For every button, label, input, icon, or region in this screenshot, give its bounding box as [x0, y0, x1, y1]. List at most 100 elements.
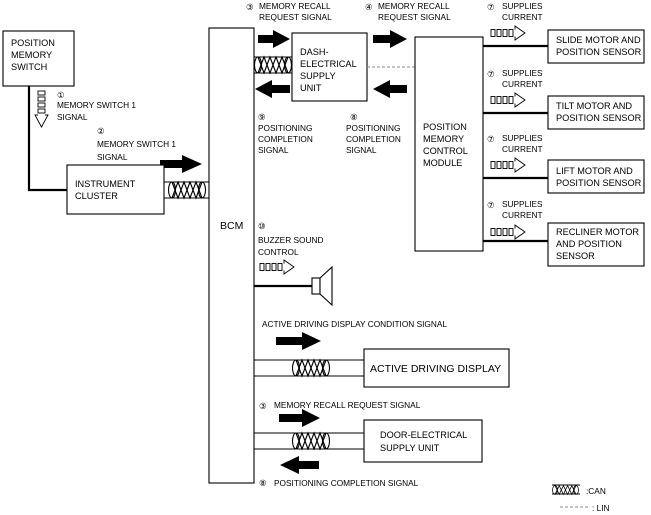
signal-8-top-label-line-2: COMPLETION — [346, 134, 401, 144]
slide-motor-group: ⑦ SUPPLIES CURRENT SLIDE MOTOR AND POSIT… — [483, 1, 645, 64]
signal-7-tilt-arrow — [490, 92, 526, 108]
signal-7-recliner-number: ⑦ — [487, 200, 495, 210]
signal-1-label-line-2: SIGNAL — [57, 112, 88, 122]
signal-1-number: ① — [57, 90, 65, 100]
signal-3-top-label-line-1: MEMORY RECALL — [259, 1, 331, 11]
switch-to-cluster-wire — [27, 86, 67, 192]
signal-10-arrow — [259, 259, 295, 275]
recliner-motor-line-3: SENSOR — [556, 251, 595, 261]
door-supply-line-1: DOOR-ELECTRICAL — [380, 430, 467, 440]
instrument-cluster-line-1: INSTRUMENT — [75, 179, 136, 189]
signal-7-recliner-arrow — [490, 224, 526, 240]
signal-7-tilt-line-2: CURRENT — [502, 79, 543, 89]
signal-7-recliner-line-2: CURRENT — [502, 210, 543, 220]
signal-7-lift-arrow — [490, 157, 526, 173]
position-memory-control-module-box: POSITION MEMORY CONTROL MODULE — [414, 36, 484, 252]
active-display-signal-label: ACTIVE DRIVING DISPLAY CONDITION SIGNAL — [262, 319, 447, 329]
can-bcm-door — [291, 432, 331, 450]
pmcm-line-2: MEMORY — [423, 134, 464, 144]
signal-8-bottom-number: ⑧ — [259, 478, 267, 488]
signal-7-lift-line-2: CURRENT — [502, 144, 543, 154]
signal-8-top-arrow — [373, 80, 407, 98]
legend-lin-label: : LIN — [592, 503, 610, 513]
signal-1-arrow — [34, 90, 49, 128]
recliner-motor-group: ⑦ SUPPLIES CURRENT RECLINER MOTOR AND PO… — [483, 199, 645, 267]
lift-motor-group: ⑦ SUPPLIES CURRENT LIFT MOTOR AND POSITI… — [483, 133, 645, 194]
signal-9-arrow — [255, 80, 290, 98]
legend-can-symbol — [552, 485, 579, 495]
signal-7-slide-arrow — [490, 25, 526, 41]
position-memory-switch-line-1: POSITION — [11, 38, 55, 48]
signal-8-bottom-arrow — [280, 456, 319, 474]
signal-10-label-line-1: BUZZER SOUND — [258, 235, 323, 245]
signal-9-number: ⑨ — [258, 112, 266, 122]
signal-3-bottom-arrow — [279, 409, 320, 427]
active-driving-display-label: ACTIVE DRIVING DISPLAY — [370, 363, 501, 375]
signal-3-top-arrow — [258, 30, 290, 48]
signal-4-number: ④ — [365, 2, 373, 12]
slide-motor-line-1: SLIDE MOTOR AND — [556, 35, 641, 45]
recliner-motor-line-1: RECLINER MOTOR — [556, 227, 639, 237]
pmcm-line-3: CONTROL — [423, 146, 468, 156]
pmcm-line-1: POSITION — [423, 122, 467, 132]
signal-10-label-line-2: CONTROL — [258, 247, 299, 257]
position-memory-switch-line-3: SWITCH — [11, 62, 47, 72]
tilt-motor-line-1: TILT MOTOR AND — [556, 101, 632, 111]
dash-electrical-supply-unit-box: DASH- ELECTRICAL SUPPLY UNIT — [291, 32, 368, 102]
signal-4-arrow — [373, 30, 407, 48]
legend-can-label: :CAN — [586, 486, 606, 496]
signal-7-slide-line-1: SUPPLIES — [502, 1, 543, 11]
signal-7-recliner-line-1: SUPPLIES — [502, 199, 543, 209]
door-electrical-supply-unit-box: DOOR-ELECTRICAL SUPPLY UNIT — [363, 419, 483, 463]
door-supply-line-2: SUPPLY UNIT — [380, 443, 440, 453]
signal-7-tilt-number: ⑦ — [487, 69, 495, 79]
signal-7-lift-line-1: SUPPLIES — [502, 133, 543, 143]
dash-supply-line-2: ELECTRICAL — [300, 59, 357, 69]
lift-motor-line-2: POSITION SENSOR — [556, 178, 642, 188]
signal-1-label-line-1: MEMORY SWITCH 1 — [57, 100, 136, 110]
signal-10-number: ⑩ — [258, 221, 266, 231]
dash-supply-line-4: UNIT — [300, 83, 322, 93]
dash-supply-line-3: SUPPLY — [300, 71, 336, 81]
tilt-motor-group: ⑦ SUPPLIES CURRENT TILT MOTOR AND POSITI… — [483, 68, 645, 130]
bcm-label: BCM — [220, 220, 243, 232]
signal-2-arrow — [160, 155, 202, 173]
position-memory-switch-box: POSITION MEMORY SWITCH — [2, 30, 75, 87]
can-bcm-dash — [253, 56, 293, 74]
buzzer-speaker-icon — [311, 265, 333, 307]
signal-8-top-number: ⑧ — [350, 112, 358, 122]
recliner-motor-line-2: AND POSITION — [556, 239, 622, 249]
signal-3-top-number: ③ — [246, 2, 254, 12]
active-display-signal-arrow — [276, 332, 321, 350]
legend: :CAN : LIN — [552, 484, 610, 513]
signal-3-top-label-line-2: REQUEST SIGNAL — [259, 12, 332, 22]
position-memory-switch-line-2: MEMORY — [11, 50, 52, 60]
signal-4-label-line-1: MEMORY RECALL — [378, 1, 450, 11]
bcm-box: BCM — [208, 27, 255, 484]
instrument-cluster-box: INSTRUMENT CLUSTER — [66, 164, 165, 215]
signal-9-label-line-3: SIGNAL — [258, 145, 289, 155]
signal-7-slide-line-2: CURRENT — [502, 12, 543, 22]
slide-motor-line-2: POSITION SENSOR — [556, 47, 642, 57]
signal-3-bottom-label: MEMORY RECALL REQUEST SIGNAL — [274, 400, 421, 410]
signal-3-bottom-number: ③ — [259, 401, 267, 411]
pmcm-line-4: MODULE — [423, 158, 462, 168]
signal-7-lift-number: ⑦ — [487, 134, 495, 144]
instrument-cluster-line-2: CLUSTER — [75, 191, 118, 201]
can-bcm-active-display — [291, 359, 331, 377]
signal-9-label-line-1: POSITIONING — [258, 123, 312, 133]
signal-9-label-line-2: COMPLETION — [258, 134, 313, 144]
signal-2-number: ② — [97, 126, 105, 136]
can-cluster-bcm — [167, 181, 207, 199]
signal-2-label-line-1: MEMORY SWITCH 1 — [97, 139, 176, 149]
signal-4-label-line-2: REQUEST SIGNAL — [378, 12, 451, 22]
tilt-motor-line-2: POSITION SENSOR — [556, 113, 642, 123]
lift-motor-line-1: LIFT MOTOR AND — [556, 166, 633, 176]
signal-8-top-label-line-3: SIGNAL — [346, 145, 377, 155]
signal-2-label-line-2: SIGNAL — [97, 152, 128, 162]
signal-7-tilt-line-1: SUPPLIES — [502, 68, 543, 78]
signal-8-top-label-line-1: POSITIONING — [346, 123, 400, 133]
dash-supply-line-1: DASH- — [300, 47, 329, 57]
signal-8-bottom-label: POSITIONING COMPLETION SIGNAL — [274, 478, 419, 488]
